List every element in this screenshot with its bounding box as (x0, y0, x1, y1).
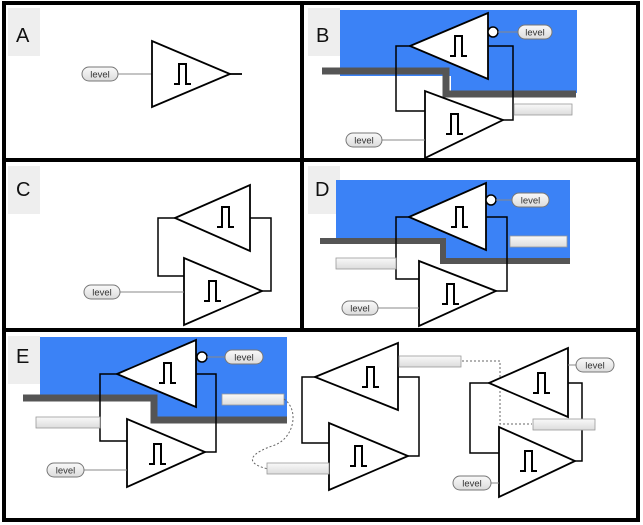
feedback-wire-left (301, 376, 329, 444)
feedback-wire-left (395, 216, 419, 280)
empty-input-bar (35, 416, 101, 429)
panel-d-label-bg (308, 166, 340, 214)
panel-e-level-pill-bottom: level (46, 462, 85, 478)
feedback-wire-right (398, 376, 420, 457)
dotted-connector (252, 398, 294, 470)
inverted-gate-triangle (312, 341, 399, 412)
level-label: level (521, 196, 541, 207)
pulse-gate-triangle (498, 425, 578, 499)
panel-a-label-bg (8, 8, 40, 56)
inverted-gate-triangle (407, 11, 489, 81)
level-label: level (92, 288, 112, 299)
panel-a-label: A (16, 25, 30, 47)
pulse-gate-triangle (328, 421, 411, 492)
panel-c: C level (8, 166, 272, 327)
pulse-gate-triangle (151, 39, 233, 109)
panel-c-level-pill: level (83, 284, 121, 300)
pulse-gate-triangle (424, 89, 506, 160)
level-label: level (56, 466, 76, 477)
empty-input-bar (509, 235, 568, 248)
level-label: level (90, 70, 110, 81)
level-label: level (234, 353, 254, 364)
pulse-gate-triangle (126, 417, 208, 489)
panel-e-right-level-pill-bottom: level (452, 475, 492, 491)
output-circle (196, 351, 208, 363)
panel-d: D level level (308, 166, 570, 328)
panel-d-level-pill-top: level (511, 192, 550, 208)
panel-e-level-pill-top: level (224, 349, 264, 365)
panel-e-label: E (16, 346, 29, 368)
output-circle (487, 26, 499, 38)
panel-b-label: B (316, 25, 329, 47)
inverted-gate-triangle (114, 338, 197, 409)
panel-e-label-bg (8, 336, 40, 384)
empty-input-bar (221, 393, 285, 406)
empty-input-bar (398, 355, 462, 368)
empty-input-bar (513, 103, 573, 116)
panel-c-label-bg (8, 166, 40, 214)
panel-d-level-pill-bottom: level (341, 300, 379, 316)
inverted-gate-triangle (406, 181, 487, 252)
panel-b-label-bg (308, 8, 340, 56)
empty-input-bar (532, 418, 596, 431)
inverted-gate-triangle (486, 346, 569, 419)
divider-bar (23, 394, 287, 424)
output-circle (485, 194, 497, 206)
panel-a: A level (8, 8, 242, 109)
dotted-connector (462, 360, 532, 425)
level-label: level (354, 136, 374, 147)
panel-e-sub-middle (266, 341, 532, 492)
level-label: level (462, 479, 482, 490)
panel-b-level-pill-top: level (517, 24, 553, 40)
pulse-gate-triangle (418, 259, 499, 328)
panel-a-level-pill: level (81, 66, 119, 82)
feedback-wire-left (395, 45, 425, 112)
level-label: level (350, 304, 370, 315)
feedback-wire-right (488, 45, 514, 121)
divider-bar (322, 67, 576, 98)
panel-e-border (2, 328, 640, 522)
panel-c-label: C (16, 179, 30, 201)
feedback-wire-right (250, 217, 272, 292)
panel-e-sub-right: level level (452, 346, 615, 499)
feedback-wire-left (99, 373, 127, 442)
panel-e-sub-left: level level (23, 337, 294, 489)
empty-input-bar (266, 462, 330, 475)
pulse-gate-triangle (183, 256, 265, 327)
feedback-wire-left (469, 382, 499, 454)
level-label: level (525, 28, 545, 39)
feedback-wire-right (196, 373, 217, 453)
empty-input-bar (335, 257, 397, 270)
feedback-wire-left (157, 217, 184, 277)
level-label: level (585, 361, 605, 372)
inverted-gate-triangle (172, 183, 251, 253)
panel-d-label: D (315, 179, 329, 201)
panel-e-right-level-pill-top: level (575, 357, 615, 373)
panel-b-level-pill-bottom: level (345, 132, 383, 148)
panel-c-border (2, 158, 304, 332)
panel-b: B level level (308, 8, 577, 160)
feedback-wire-right (486, 216, 508, 292)
panel-e: E level level (8, 336, 615, 499)
